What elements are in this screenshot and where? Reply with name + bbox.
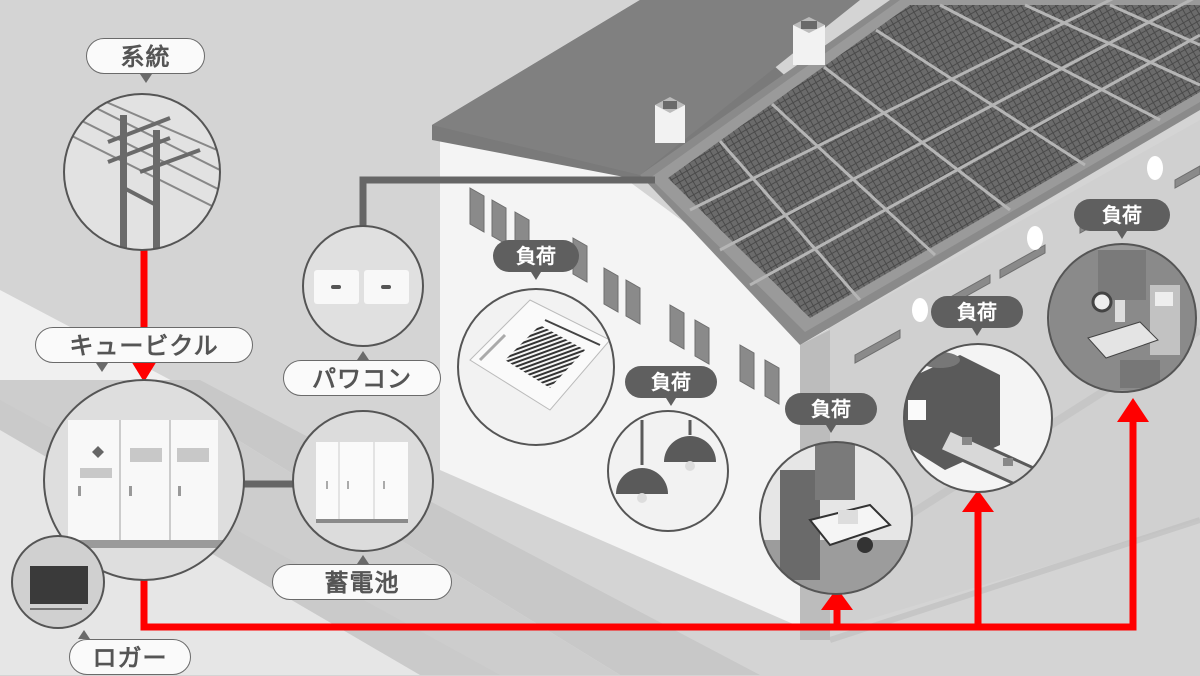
power-conditioner-label: パワコン [283,351,441,396]
arrow-up-icon [821,588,853,610]
grid-label: 系統 [86,38,205,83]
conveyor-machine-icon [903,343,1053,493]
cubicle-label: キュービクル [35,327,253,372]
cubicle-label-text: キュービクル [69,332,219,360]
load-tag-milling-machine: 負荷 [785,393,877,433]
load-tag-air-conditioner: 負荷 [493,240,579,280]
load-tag-text: 負荷 [651,370,691,394]
power-conditioner-label-text: パワコン [312,365,412,393]
wall-lamps [912,156,1163,322]
load-tag-machining-center: 負荷 [1074,199,1170,239]
utility-pole-icon [63,93,221,251]
logger-label-text: ロガー [92,644,168,672]
pointer-icon [531,272,541,280]
battery-label-text: 蓄電池 [324,569,400,597]
load-tag-text: 負荷 [957,300,997,324]
cubicle-switchgear-icon [43,379,245,581]
load-tag-conveyor: 負荷 [931,296,1023,336]
machining-center-icon [1047,243,1197,393]
pointer-icon [1117,231,1127,239]
load-tag-text: 負荷 [516,244,556,268]
arrow-up-icon [1117,398,1149,422]
pendant-light-icon [607,410,729,532]
pointer-icon [972,328,982,336]
air-conditioner-icon [457,288,615,446]
data-logger-icon [11,535,105,629]
load-tag-text: 負荷 [811,397,851,421]
pointer-icon [666,398,676,406]
battery-cabinet-icon [292,410,434,552]
pointer-icon [140,74,152,83]
pointer-icon [357,351,369,360]
pointer-icon [826,425,836,433]
grid-label-text: 系統 [120,43,171,71]
logger-label: ロガー [69,630,191,675]
load-tag-text: 負荷 [1102,203,1142,227]
roof-vent [655,17,825,143]
pointer-icon [96,363,108,372]
load-tag-light: 負荷 [625,366,717,406]
pointer-icon [357,555,369,564]
pointer-icon [78,630,90,639]
solar-panel-array [668,0,1200,318]
milling-machine-icon [759,441,913,595]
connection-lines [244,176,655,488]
arrow-up-icon [962,490,994,512]
battery-label: 蓄電池 [272,555,452,600]
inverter-icon [302,225,424,347]
